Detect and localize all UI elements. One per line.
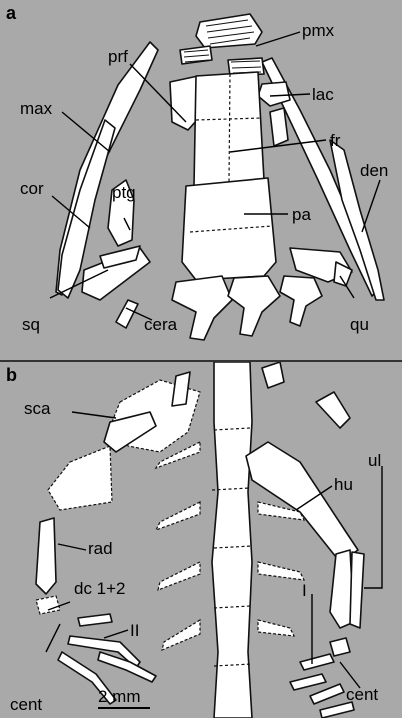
label-sq: sq [22,316,40,333]
scale-bar-label: 2 mm [98,688,141,705]
rib-l2 [156,502,200,530]
label-cera: cera [144,316,177,333]
rib-l3 [158,562,200,590]
label-cent-right: cent [346,686,378,703]
humerus [246,442,358,562]
rib-l4 [162,620,200,650]
label-prf: prf [108,48,128,65]
digit-r3 [310,684,344,704]
top-element [262,362,284,388]
ceratobranchial [116,300,138,328]
label-cent-left: cent [10,696,42,713]
vertebra-2 [228,276,280,336]
label-sca: sca [24,400,50,417]
label-max: max [20,100,52,117]
digit-r1 [300,654,334,670]
label-pmx: pmx [302,22,334,39]
label-rad: rad [88,540,113,557]
label-den: den [360,162,388,179]
panel-a-drawing [0,0,402,360]
digit-l1 [78,614,112,626]
panel-a: a pmx prf lac max fr den cor ptg pa sq c… [0,0,402,360]
panel-b: b sca hu ul rad dc 1+2 I II cent cent 2 … [0,362,402,718]
label-pa: pa [292,206,311,223]
radius-left [36,518,56,594]
premaxilla [196,14,262,48]
digit-r4 [320,702,354,718]
panel-a-letter: a [6,4,16,22]
rib-r3 [258,620,294,636]
label-hu: hu [334,476,353,493]
radius-right [350,552,364,628]
label-cor: cor [20,180,44,197]
prefrontal-right [270,108,288,146]
clavicle [316,392,350,428]
label-I: I [302,582,307,599]
label-lac: lac [312,86,334,103]
label-ptg: ptg [112,184,136,201]
panel-b-letter: b [6,366,17,384]
digit-r2 [290,674,326,690]
rib-r2 [258,562,304,580]
label-II: II [130,622,139,639]
vertebra-3 [280,276,322,326]
label-qu: qu [350,316,369,333]
label-fr: fr [330,132,340,149]
quadrate-b [334,262,352,286]
carpal-right [330,638,350,656]
vertebra-1 [172,276,232,340]
panel-b-drawing [0,362,402,718]
label-dc: dc 1+2 [74,580,126,597]
distal-carpal [36,596,60,614]
label-ul: ul [368,452,381,469]
scapula-blade [48,446,112,510]
